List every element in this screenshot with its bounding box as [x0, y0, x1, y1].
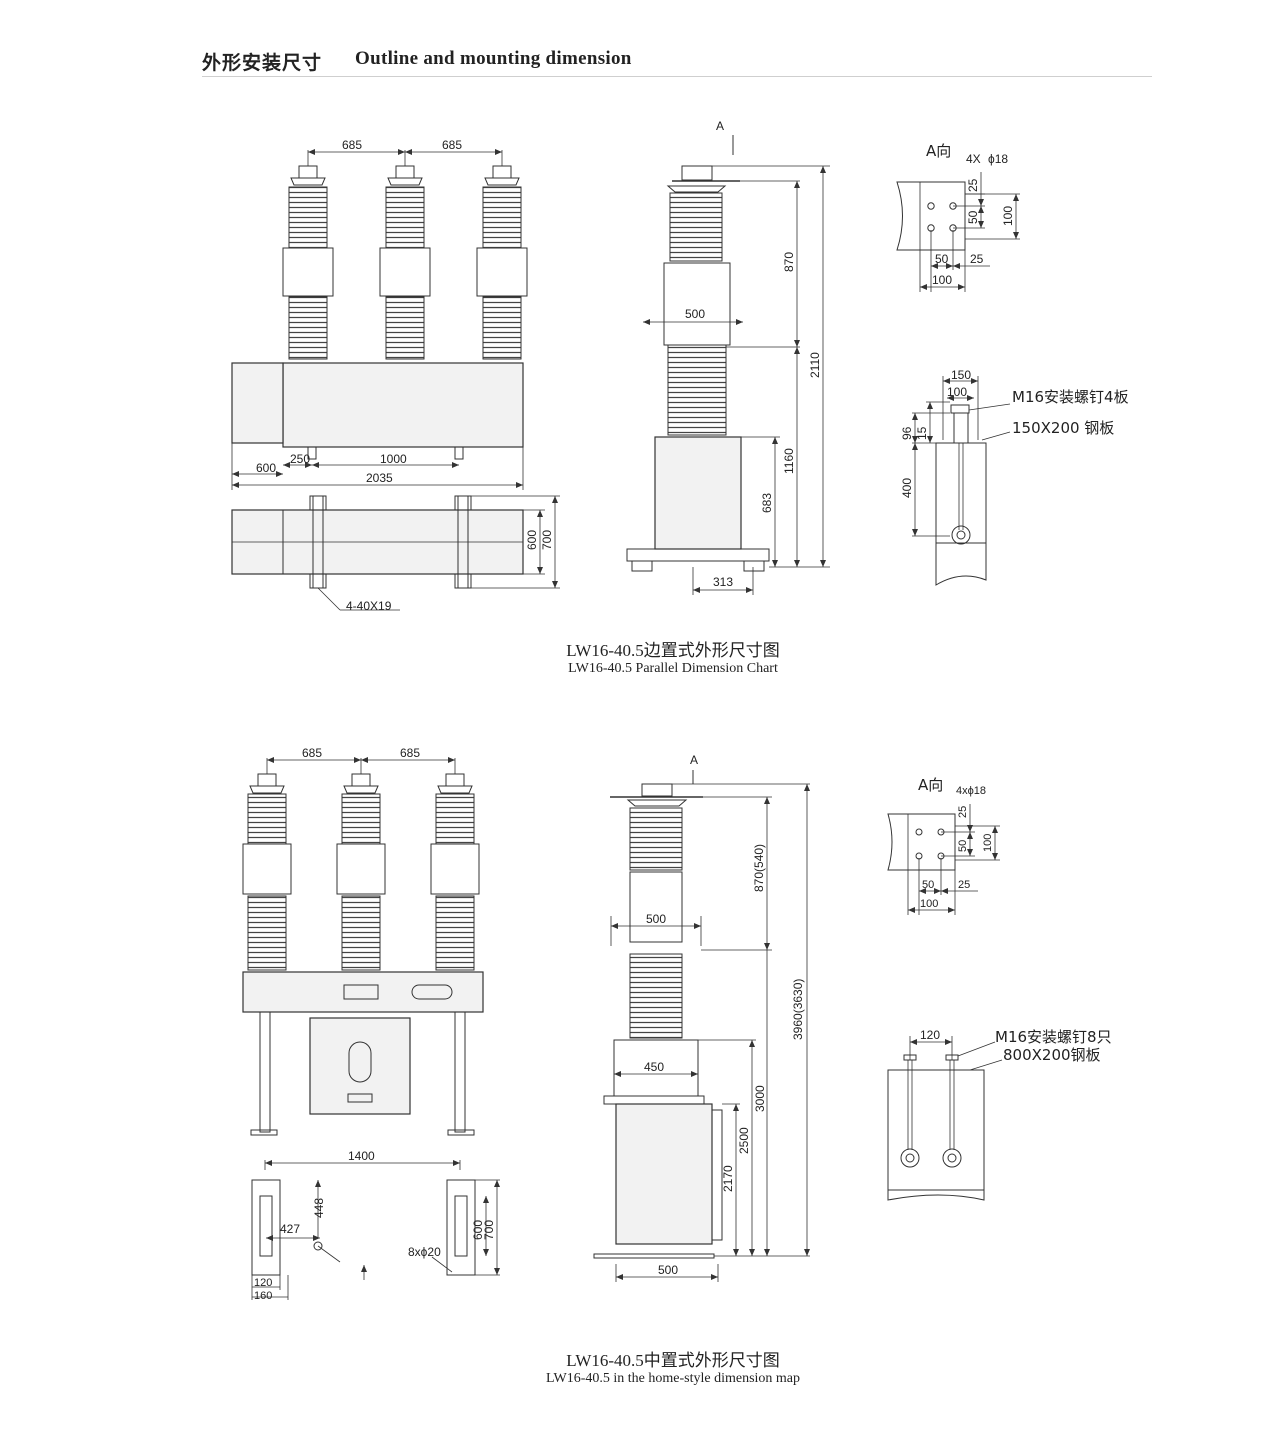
dim2-685-a: 685: [302, 746, 322, 760]
dim2-700: 700: [482, 1220, 496, 1240]
breaker-tank: [282, 362, 524, 448]
section2-view-a: A向 4xϕ18 25 50 100 50 25 100: [887, 776, 1000, 915]
page-header: 外形安装尺寸 Outline and mounting dimension: [202, 46, 1152, 77]
label-bolt: M16安装螺钉4板: [1012, 388, 1129, 406]
dim2-view-a-25b: 25: [958, 879, 970, 891]
dim-2110: 2110: [808, 352, 822, 378]
pole-2-1: [242, 758, 292, 971]
view-a-marker-2: A: [690, 753, 698, 767]
dim-view-a-100b: 100: [932, 273, 952, 287]
view-a-holes: 4X: [966, 152, 981, 166]
section1-view-a: A向 4X ϕ18 25 50 100 50 25 100: [896, 142, 1020, 292]
dim-mount-96: 96: [900, 426, 914, 440]
dim-side-500: 500: [685, 307, 705, 321]
section1-caption-en: LW16-40.5 Parallel Dimension Chart: [568, 661, 778, 676]
section2-mounting-detail: 120 M16安装螺钉8只 800X200钢板: [887, 1028, 1112, 1201]
label-bolt-2: M16安装螺钉8只: [995, 1028, 1112, 1046]
dim-plan-700: 700: [540, 530, 554, 550]
pole-2-2: [336, 758, 386, 971]
dim2-view-a-100b: 100: [920, 898, 938, 910]
dim-view-a-100: 100: [1001, 206, 1015, 226]
dim-mount-15: 15: [915, 426, 929, 440]
dim2-3960: 3960(3630): [791, 979, 805, 1040]
dim2-holes: 8xϕ20: [408, 1245, 441, 1259]
pole-1: [282, 150, 334, 360]
dim-view-a-25: 25: [966, 178, 980, 192]
dim2-1400: 1400: [348, 1149, 375, 1163]
dim-mount-100: 100: [947, 385, 967, 399]
view-a-holes-2: 4xϕ18: [956, 785, 986, 797]
dim-1160: 1160: [782, 448, 796, 474]
view-a-title: A向: [926, 142, 951, 160]
dim2-view-a-50b: 50: [922, 879, 934, 891]
dim-view-a-50b: 50: [935, 252, 949, 266]
dim-600: 600: [256, 461, 276, 475]
dim2-448: 448: [312, 1198, 326, 1218]
dim-view-a-50: 50: [966, 210, 980, 224]
dim2-120: 120: [254, 1277, 272, 1289]
label-plate: 150X200 钢板: [1012, 419, 1114, 437]
mechanism-cabinet-2: [309, 1017, 411, 1115]
label-plate-2: 800X200钢板: [1003, 1046, 1101, 1064]
dim2-mount-120: 120: [920, 1028, 940, 1042]
section1-caption-cn: LW16-40.5边置式外形尺寸图: [566, 641, 780, 660]
dim2-view-a-25: 25: [957, 806, 969, 818]
dim-mount-150: 150: [951, 368, 971, 382]
dim2-2500: 2500: [737, 1127, 751, 1154]
view-a-marker: A: [716, 119, 724, 133]
section1-plan-view: 600 700 4-40X19: [231, 495, 560, 613]
dim2-160: 160: [254, 1290, 272, 1302]
dim-250: 250: [290, 452, 310, 466]
dim-mount-400: 400: [900, 478, 914, 498]
section2-caption-en: LW16-40.5 in the home-style dimension ma…: [545, 1371, 801, 1386]
section2-caption-cn: LW16-40.5中置式外形尺寸图: [566, 1351, 780, 1370]
breaker-tank-2: [242, 971, 484, 1013]
header-title-en: Outline and mounting dimension: [355, 48, 632, 69]
view-a-title-2: A向: [918, 776, 943, 794]
dim2-450: 450: [644, 1060, 664, 1074]
dim2-side-500-top: 500: [646, 912, 666, 926]
dim-1000: 1000: [380, 452, 407, 466]
section2-caption: LW16-40.5中置式外形尺寸图 LW16-40.5 in the home-…: [373, 1346, 973, 1387]
view-a-phi18: ϕ18: [988, 152, 1008, 166]
section2-front-view: 685 685: [242, 746, 484, 1136]
dim2-685-b: 685: [400, 746, 420, 760]
dim2-3000: 3000: [753, 1085, 767, 1112]
dim2-2170: 2170: [721, 1165, 735, 1192]
dim-2035: 2035: [366, 471, 393, 485]
dim2-600: 600: [471, 1220, 485, 1240]
dim-870: 870: [782, 252, 796, 272]
dim-683: 683: [760, 493, 774, 513]
dim-685-b: 685: [442, 138, 462, 152]
dim-holes-4-40x19: 4-40X19: [346, 599, 392, 613]
section1-mounting-detail: 150 100 96 15 400 M16安装螺钉4板 150X200 钢板: [900, 368, 1129, 586]
section1-caption: LW16-40.5边置式外形尺寸图 LW16-40.5 Parallel Dim…: [373, 636, 973, 677]
pole-2-3: [430, 758, 480, 971]
dim2-view-a-50: 50: [957, 840, 969, 852]
dim-plan-600: 600: [525, 530, 539, 550]
pole-2: [379, 150, 431, 360]
dim2-870: 870(540): [752, 844, 766, 892]
pole-3: [476, 150, 528, 360]
dim2-side-500-bottom: 500: [658, 1263, 678, 1277]
operating-mechanism: [231, 362, 284, 444]
dim2-427: 427: [280, 1222, 300, 1236]
section1-side-view: A 500 870 1160 2110 683 313: [626, 119, 830, 595]
dim2-view-a-100: 100: [982, 834, 994, 852]
dim-685-a: 685: [342, 138, 362, 152]
section1-front-view: 685 685 250 1000 600 2035: [231, 138, 528, 490]
header-title-cn: 外形安装尺寸: [202, 52, 323, 74]
dim-313: 313: [713, 575, 733, 589]
section2-base-plan: 1400 427 448 120 160 600 700 8xϕ20: [251, 1149, 500, 1302]
section2-side-view: A 500 450 500 870(540) 3960(3630): [593, 753, 810, 1282]
dim-view-a-25b: 25: [970, 252, 984, 266]
